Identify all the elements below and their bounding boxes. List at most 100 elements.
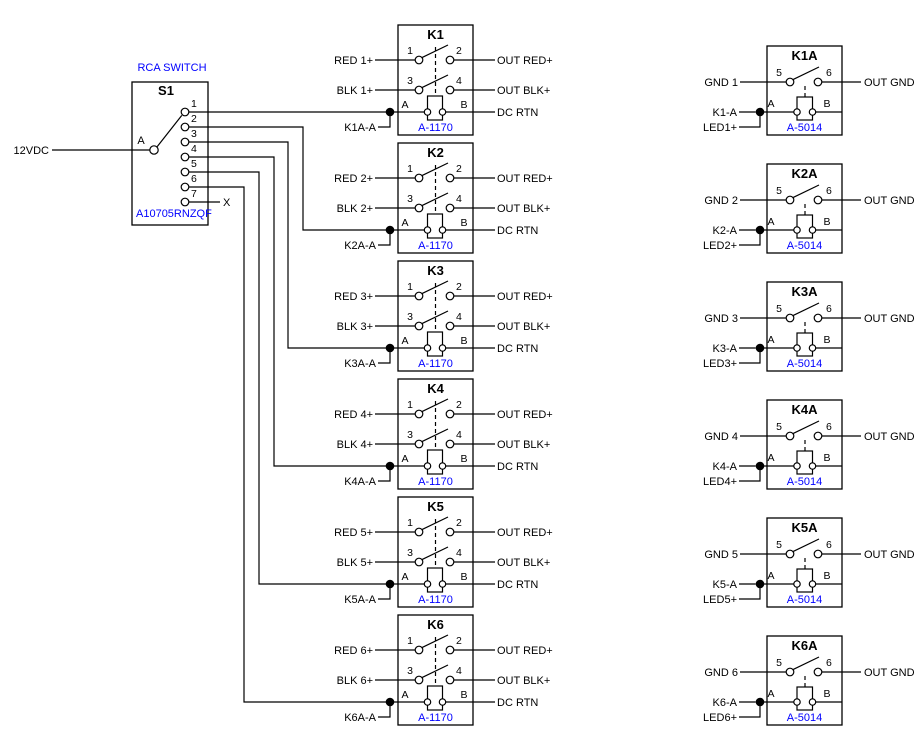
pin-number-6: 6 xyxy=(826,67,832,79)
output-relay-4: K5 1 2 3 4 A B RED 5+ BLK 5+ K5A-A OUT R… xyxy=(334,496,553,608)
pin-label-b: B xyxy=(823,98,830,110)
coil-tap-label: K2A-A xyxy=(344,240,376,252)
pin-number-4: 4 xyxy=(456,665,462,677)
coil-rect xyxy=(426,567,444,593)
coil-terminal-b xyxy=(808,462,817,470)
coil-terminal-b xyxy=(808,108,817,116)
wire-coil-tap xyxy=(378,348,391,364)
wire-led-tap xyxy=(739,588,761,600)
relay-box xyxy=(766,163,843,254)
contact-arm xyxy=(792,184,820,199)
contact-arm-2 xyxy=(421,664,449,679)
relay-box xyxy=(766,45,843,136)
pin-3 xyxy=(414,321,424,331)
relay-part-number: A-5014 xyxy=(787,476,822,488)
out-blk-label: OUT BLK+ xyxy=(497,85,550,97)
relay-designator: K6 xyxy=(427,617,444,632)
coil-input-label: K4-A xyxy=(713,461,738,473)
pin-label-a: A xyxy=(401,99,408,111)
pin-5 xyxy=(785,77,795,87)
wire-led-tap xyxy=(739,706,761,718)
pin-2 xyxy=(445,173,455,183)
output-relay-0: K1 1 2 3 4 A B RED 1+ BLK 1+ K1A-A OUT R… xyxy=(334,24,553,136)
blk-input-label: BLK 2+ xyxy=(337,203,373,215)
switch-part-number: A10705RNZQF xyxy=(136,208,212,220)
coil-terminal-a xyxy=(793,462,801,470)
relay-box xyxy=(766,399,843,490)
out-gnd-label: OUT GND xyxy=(864,549,915,561)
coil-tap-label: K1A-A xyxy=(344,122,376,134)
switch-pin-7 xyxy=(180,197,190,207)
coil-terminal-b xyxy=(438,344,447,352)
junction-dot xyxy=(385,579,395,589)
led-input-label: LED3+ xyxy=(703,358,737,370)
contact-arm-1 xyxy=(421,44,449,59)
ground-relay-5: K6A 5 6 A B GND 6 K6-A LED6+ OUT GND A-5… xyxy=(703,635,915,726)
pin-2 xyxy=(445,291,455,301)
pin-5 xyxy=(785,313,795,323)
wire-led-tap xyxy=(739,116,761,128)
pin-3 xyxy=(414,203,424,213)
contact-arm-2 xyxy=(421,192,449,207)
coil-terminal-a xyxy=(423,108,432,116)
wire-pin2-to-k2 xyxy=(189,126,390,231)
switch-pin-1 xyxy=(180,107,190,117)
led-input-label: LED2+ xyxy=(703,240,737,252)
pin-number-6: 6 xyxy=(826,657,832,669)
pin-number-4: 4 xyxy=(191,143,197,155)
relay-designator: K3 xyxy=(427,263,444,278)
out-gnd-label: OUT GND xyxy=(864,431,915,443)
relay-designator: K2A xyxy=(791,166,818,181)
blk-input-label: BLK 3+ xyxy=(337,321,373,333)
relay-part-number: A-1170 xyxy=(418,240,453,252)
coil-input-label: K6-A xyxy=(713,697,738,709)
pin-number-3: 3 xyxy=(191,128,197,140)
relay-designator: K4 xyxy=(427,381,444,396)
relay-box xyxy=(397,378,474,490)
pin-4 xyxy=(445,439,455,449)
relay-box xyxy=(397,24,474,136)
coil-rect xyxy=(796,686,814,711)
pin-5 xyxy=(785,549,795,559)
contact-arm-2 xyxy=(421,74,449,89)
pin-number-1: 1 xyxy=(407,635,413,647)
contact-arm xyxy=(792,302,820,317)
relay-box xyxy=(766,635,843,726)
wire-pin4-to-k4 xyxy=(189,156,390,467)
contact-arm-2 xyxy=(421,546,449,561)
coil-terminal-a xyxy=(793,580,801,588)
pin-number-3: 3 xyxy=(407,547,413,559)
common-pin-label: A xyxy=(137,135,145,147)
red-input-label: RED 3+ xyxy=(334,291,373,303)
pin-label-b: B xyxy=(823,688,830,700)
blk-input-label: BLK 1+ xyxy=(337,85,373,97)
out-blk-label: OUT BLK+ xyxy=(497,321,550,333)
out-red-label: OUT RED+ xyxy=(497,173,553,185)
pin-1 xyxy=(414,527,424,537)
gnd-input-label: GND 5 xyxy=(704,549,738,561)
source-switch: RCA SWITCH S1 A10705RNZQF 12VDC A X 1 2 … xyxy=(14,62,390,703)
pin-number-3: 3 xyxy=(407,665,413,677)
contact-arm xyxy=(792,420,820,435)
coil-tap-label: K5A-A xyxy=(344,594,376,606)
pin-5 xyxy=(785,667,795,677)
coil-rect xyxy=(426,213,444,239)
pin-1 xyxy=(414,173,424,183)
coil-rect xyxy=(796,332,814,357)
coil-terminal-a xyxy=(423,580,432,588)
pin-6 xyxy=(813,313,823,323)
pin-5 xyxy=(785,195,795,205)
pin-label-a: A xyxy=(401,571,408,583)
pin-1 xyxy=(414,291,424,301)
wire-led-tap xyxy=(739,352,761,364)
coil-terminal-a xyxy=(423,462,432,470)
pin-number-1: 1 xyxy=(407,517,413,529)
pin-label-b: B xyxy=(460,335,467,347)
coil-input-label: K2-A xyxy=(713,225,738,237)
out-blk-label: OUT BLK+ xyxy=(497,557,550,569)
contact-arm-2 xyxy=(421,428,449,443)
pin-label-b: B xyxy=(823,570,830,582)
relay-part-number: A-5014 xyxy=(787,594,822,606)
contact-arm xyxy=(792,656,820,671)
